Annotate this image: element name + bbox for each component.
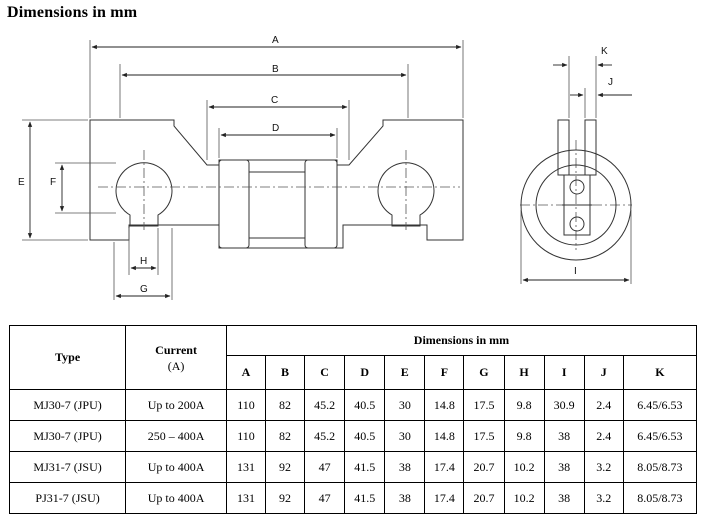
side-view-body xyxy=(520,149,632,261)
dimensions-table: Type Current(A) Dimensions in mm A B C D… xyxy=(8,325,698,514)
left-mounting-slot xyxy=(115,162,173,227)
column-header: A xyxy=(225,355,267,390)
dimensions-group-header: Dimensions in mm xyxy=(225,325,698,356)
label-i: I xyxy=(574,266,577,277)
label-f: F xyxy=(50,177,56,188)
label-c: C xyxy=(271,95,278,106)
label-h: H xyxy=(140,256,147,267)
table-row: MJ31-7 (JSU) Up to 400A 131 92 47 41.5 3… xyxy=(8,451,698,483)
label-e: E xyxy=(18,177,25,188)
right-mounting-slot xyxy=(377,162,435,227)
table-row: MJ30-7 (JPU) 250 – 400A 110 82 45.2 40.5… xyxy=(8,420,698,452)
column-header: C xyxy=(304,355,346,390)
label-a: A xyxy=(272,35,279,46)
right-ferrule xyxy=(304,159,338,249)
type-header: Type xyxy=(8,325,127,390)
table-row: PJ31-7 (JSU) Up to 400A 131 92 47 41.5 3… xyxy=(8,482,698,514)
column-header: D xyxy=(344,355,386,390)
dimension-drawing: A B C D E F H G K J I xyxy=(18,35,632,300)
column-header: B xyxy=(265,355,306,390)
column-header: J xyxy=(583,355,624,390)
current-header: Current(A) xyxy=(125,325,227,390)
label-k: K xyxy=(601,46,608,57)
label-d: D xyxy=(272,123,279,134)
left-ferrule xyxy=(218,159,250,249)
label-g: G xyxy=(140,284,148,295)
label-b: B xyxy=(272,64,279,75)
column-header: H xyxy=(503,355,545,390)
column-header: G xyxy=(463,355,505,390)
column-header: F xyxy=(424,355,465,390)
fuse-body-outline xyxy=(89,119,464,249)
page-title: Dimensions in mm xyxy=(7,4,138,21)
column-header: I xyxy=(543,355,585,390)
table-row: MJ30-7 (JPU) Up to 200A 110 82 45.2 40.5… xyxy=(8,389,698,421)
column-header: K xyxy=(622,355,698,390)
label-j: J xyxy=(608,77,613,88)
column-header: E xyxy=(384,355,426,390)
